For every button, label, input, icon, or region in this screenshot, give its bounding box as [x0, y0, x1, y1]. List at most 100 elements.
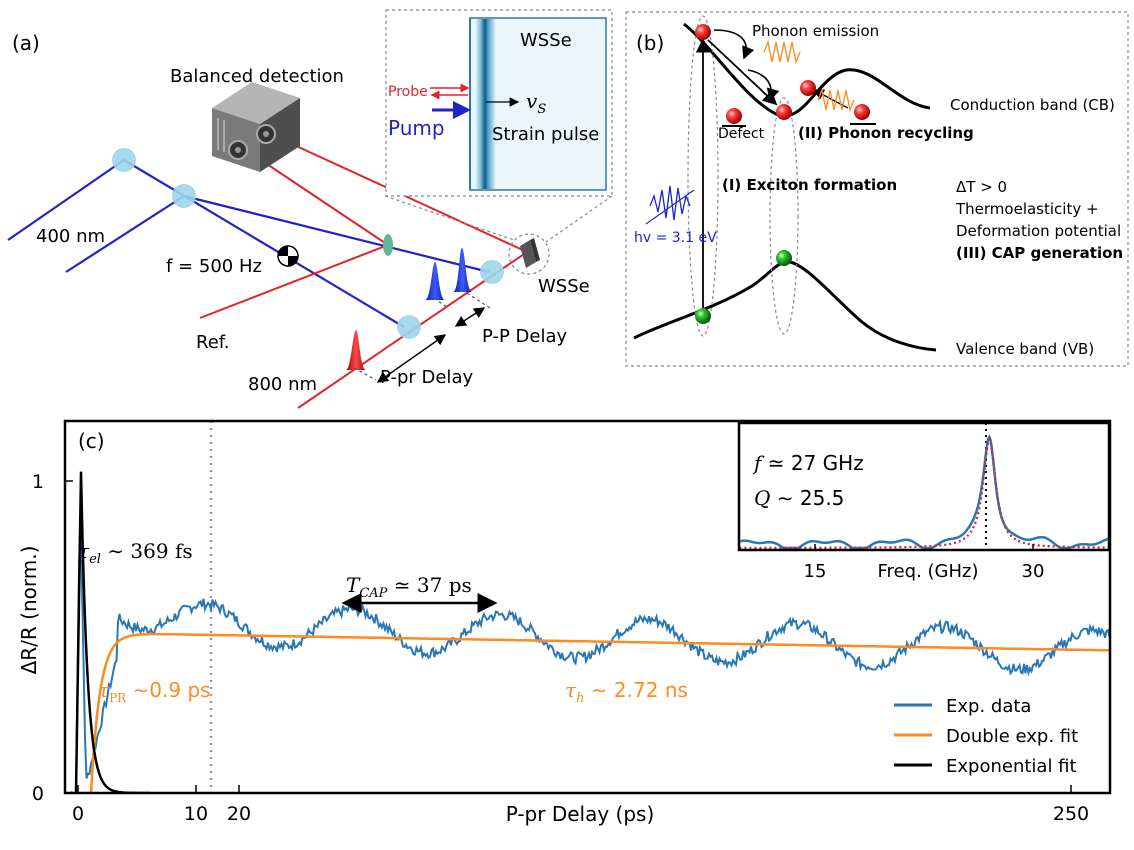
inset-xtick-15: 15: [804, 561, 827, 582]
mirror-2: [172, 184, 196, 208]
panel-b-frame: [625, 11, 1129, 367]
strain-pulse-label: Strain pulse: [492, 124, 599, 145]
conduction-band-label: Conduction band (CB): [950, 96, 1115, 114]
inset-q-annotation: Q ∼ 25.5: [754, 486, 844, 510]
xtick-250: 250: [1053, 803, 1089, 825]
ref-label: Ref.: [196, 332, 230, 353]
hole-2: [776, 250, 792, 266]
velocity-label: vS: [526, 89, 546, 117]
balanced-detection-label: Balanced detection: [170, 66, 344, 87]
panel-b: (b) Phonon emission Defect (II) Phonon r…: [625, 11, 1129, 367]
exponential-fit-series: [74, 471, 150, 793]
conduction-band: [683, 22, 931, 118]
zoom-line-1: [384, 195, 515, 241]
panel-c-label: (c): [78, 429, 105, 453]
wavelength-800-label: 800 nm: [248, 374, 317, 395]
legend-item-exponential-fit: Exponential fit: [946, 756, 1077, 777]
probe-label: Probe: [388, 84, 428, 100]
exciton-ellipse-2: [769, 97, 799, 335]
emission-arrow-1: [713, 29, 755, 60]
beam-splitter: [383, 234, 393, 256]
valence-band-label: Valence band (VB): [956, 340, 1094, 358]
recycling-arrow: [812, 89, 849, 109]
probe-pulse: [346, 330, 366, 370]
electron-5: [854, 104, 870, 120]
exciton-ellipse-1: [687, 15, 719, 337]
phonon-recycling-label: (II) Phonon recycling: [798, 124, 974, 142]
electron-4: [800, 80, 816, 96]
mirror-group: [112, 148, 504, 339]
lorentzian-fit-series: [739, 436, 1109, 550]
main-plot-lines: [69, 421, 1110, 793]
phonon-wave-2: [817, 87, 855, 113]
pump-label: Pump: [388, 116, 445, 140]
tau-pr-annotation: τPR ∼0.9 ps: [98, 678, 211, 705]
exciton-formation-label: (I) Exciton formation: [722, 176, 897, 194]
mirror-3: [397, 315, 421, 339]
y-axis-label: ΔR/R (norm.): [17, 546, 41, 675]
panel-b-label: (b): [636, 31, 664, 55]
photon-wavepacket: [649, 185, 691, 221]
defect-label: Defect: [718, 126, 765, 142]
panel-a-inset: WSSe Probe Pump vS Strain pulse: [385, 9, 613, 197]
pump-pulse-1: [425, 262, 445, 300]
inset-x-axis-label: Freq. (GHz): [878, 561, 979, 582]
electron-3: [776, 104, 792, 120]
emission-arrow-2: [747, 69, 780, 102]
delta-t-label: ΔT > 0: [956, 178, 1007, 196]
sample-icon: [520, 238, 540, 268]
xtick-20: 20: [227, 803, 251, 825]
panel-a: (a) Balanced detection: [7, 9, 613, 409]
fft-series: [739, 434, 1109, 550]
mirror-1: [112, 148, 136, 172]
sample-label: WSSe: [538, 276, 590, 297]
main-plot-frame: [63, 419, 1112, 795]
mirror-4: [480, 260, 504, 284]
photon-energy-label: hv = 3.1 eV: [634, 230, 717, 246]
electron-2: [726, 108, 742, 124]
valence-band: [633, 260, 937, 352]
phonon-emission-label: Phonon emission: [752, 22, 879, 40]
inset-frequency-annotation: f ≃ 27 GHz: [752, 451, 864, 475]
pp-delay-label: P-P Delay: [482, 326, 567, 347]
detector-icon: [212, 82, 300, 172]
fft-inset: 15 30 Freq. (GHz) f ≃ 27 GHz Q ∼ 25.5: [737, 421, 1111, 582]
pp-delay-arrow: [454, 307, 486, 327]
ppr-delay-label: P-pr Delay: [380, 367, 473, 388]
legend-item-double-exp-fit: Double exp. fit: [946, 726, 1078, 747]
main-axis-ticks: [65, 480, 1072, 794]
xtick-0: 0: [72, 803, 84, 825]
panel-a-label: (a): [12, 31, 40, 55]
cap-generation-label: (III) CAP generation: [956, 244, 1123, 262]
sample-zoom-circle: [508, 233, 550, 275]
double-exp-fit-series: [89, 632, 1109, 793]
xtick-10: 10: [184, 803, 208, 825]
thermoelasticity-label: Thermoelasticity +: [955, 200, 1099, 218]
tau-el-annotation: τel ∼ 369 fs: [78, 539, 193, 567]
electron-1: [695, 24, 711, 40]
relaxation-arrow: [707, 39, 778, 106]
phonon-wave-1: [763, 39, 801, 65]
inset-xtick-30: 30: [1022, 561, 1045, 582]
inset-sample-label: WSSe: [520, 30, 572, 51]
wavelength-400-label: 400 nm: [36, 226, 105, 247]
ytick-1: 1: [32, 471, 44, 493]
legend-item-exp-data: Exp. data: [946, 696, 1031, 717]
x-axis-label: P-pr Delay (ps): [506, 802, 655, 826]
delay-markers: [353, 289, 491, 381]
tau-h-annotation: τh ∼ 2.72 ns: [565, 678, 688, 706]
inset-frame: [737, 421, 1111, 552]
chopper-label: f = 500 Hz: [166, 256, 262, 277]
chopper-icon: [277, 245, 299, 267]
deformation-label: Deformation potential: [956, 222, 1121, 240]
exp-data-series: [69, 507, 1110, 793]
pump-pulse-2: [453, 248, 472, 292]
ppr-delay-arrow: [376, 334, 447, 383]
strain-layer: [476, 19, 496, 189]
t-cap-annotation: TCAP ≃ 37 ps: [346, 573, 472, 601]
ytick-0: 0: [32, 783, 44, 805]
legend: Exp. data Double exp. fit Exponential fi…: [894, 696, 1078, 777]
panel-c: 0 1 0 10 20 250 P-pr Delay (ps) ΔR/R (no…: [17, 419, 1112, 826]
hole-1: [695, 308, 711, 324]
